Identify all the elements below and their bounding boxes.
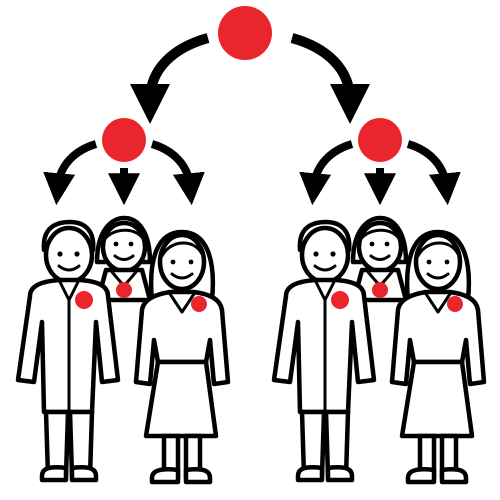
right-sub-arrow-right-icon [406,140,461,206]
badge-dot-icon [372,282,388,298]
top-left-arrow-icon [130,33,210,124]
top-right-arrow-icon [290,33,370,124]
badge-dot-icon [191,296,207,312]
left-sub-arrow-right-icon [150,140,205,206]
left-family [18,218,228,482]
right-family [274,218,484,482]
right-red-dot-icon [358,118,402,162]
root-red-dot-icon [218,6,272,60]
right-sub-arrow-left-icon [299,140,354,206]
left-red-dot-icon [102,118,146,162]
badge-dot-icon [116,282,132,298]
badge-dot-icon [447,296,463,312]
badge-dot-icon [331,291,349,309]
badge-dot-icon [75,291,93,309]
left-sub-arrow-left-icon [43,140,98,206]
